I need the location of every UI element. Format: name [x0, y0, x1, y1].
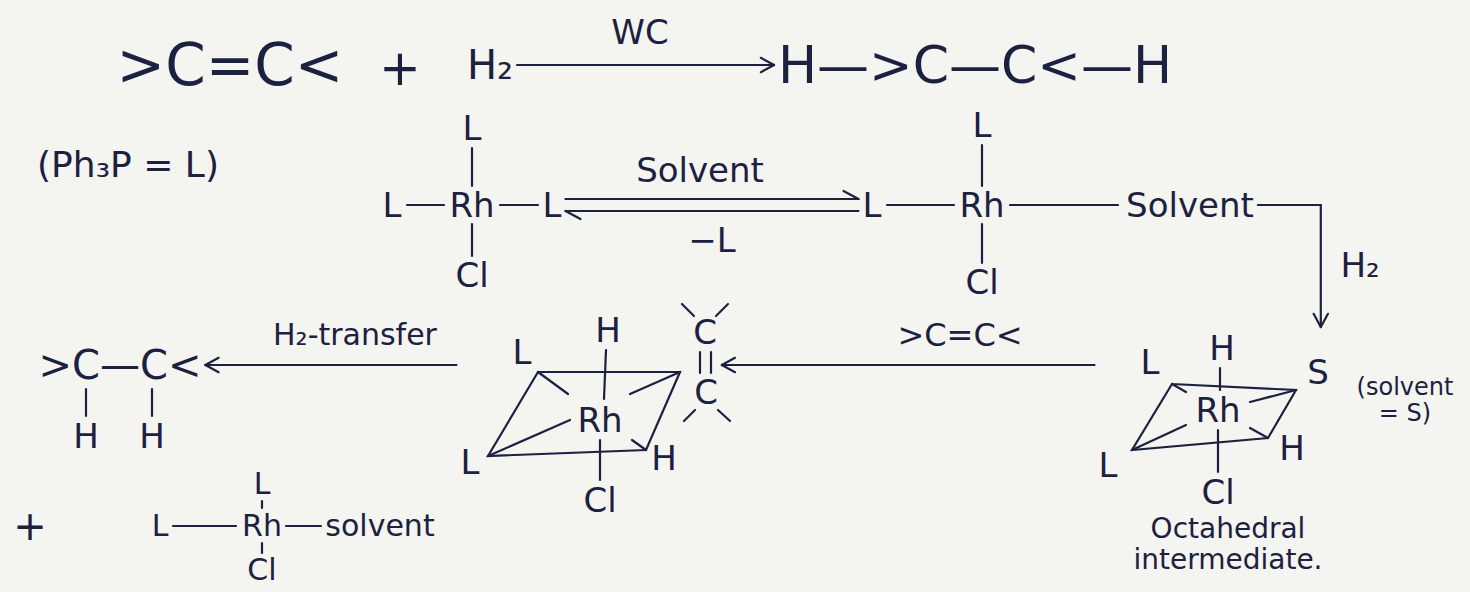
alkane-formula: H—>C—C<—H	[774, 35, 1176, 95]
structure-label: >C=C<	[117, 36, 344, 94]
edge-label: H₂-transfer	[273, 320, 437, 350]
structure-label: H	[73, 419, 99, 453]
edge-label: Solvent	[636, 153, 764, 187]
structure-label: Cl	[455, 258, 488, 292]
hydrogen-formula: H₂	[463, 41, 517, 89]
structure-label: Rh	[242, 511, 282, 541]
reaction-arrow	[722, 358, 1095, 372]
structure-label: Solvent	[1126, 188, 1254, 222]
structure-label: H	[651, 441, 677, 475]
wilkinson-complex: L L Rh L Cl	[379, 107, 566, 296]
structure-label: Cl	[583, 483, 616, 517]
reagent-label: −L	[688, 223, 735, 257]
structure-label: Cl	[247, 555, 276, 585]
reaction-arrow	[205, 358, 456, 372]
structure-label: C	[693, 315, 717, 349]
structure-label: Cl	[965, 265, 998, 299]
structure-label: L	[1141, 345, 1160, 379]
structure-label: >C—C<	[39, 345, 202, 385]
structure-label: L	[461, 445, 480, 479]
edge-label: WC	[611, 15, 668, 49]
plus-sign: +	[379, 43, 421, 93]
structure-label: L	[1099, 448, 1118, 482]
octahedral-dihydride: HLSRhLHCl	[1095, 327, 1333, 513]
structure-label: Cl	[1201, 475, 1234, 509]
structure-label: Rh	[577, 403, 622, 437]
edge-label: H₂	[1340, 248, 1379, 282]
structure-label: L	[152, 511, 169, 541]
structure-label: H	[139, 419, 165, 453]
structure-label: Rh	[1195, 393, 1240, 427]
structure-label: C	[694, 375, 718, 409]
structure-label: Rh	[449, 188, 494, 222]
structure-label: solvent	[325, 511, 434, 541]
structure-label: S	[1307, 355, 1329, 389]
structure-label: L	[863, 188, 882, 222]
reaction-arrow	[1258, 205, 1328, 327]
solvent-key: (solvent = S)	[1350, 374, 1460, 427]
structure-label: L	[254, 469, 271, 499]
structure-label: H—>C—C<—H	[778, 39, 1172, 91]
alkene-formula: >C=C<	[113, 32, 348, 98]
structure-label: H	[1279, 431, 1305, 465]
caption-note: Octahedral intermediate.	[1078, 514, 1378, 576]
structure-label: H	[1209, 331, 1235, 365]
plus-sign: +	[13, 506, 47, 546]
structure-label: L	[383, 188, 402, 222]
structure-label: L	[973, 108, 992, 142]
solvated-complex: L L Rh SolventCl	[859, 104, 1258, 303]
structure-label: L	[463, 111, 482, 145]
reaction-arrow	[517, 58, 774, 72]
ligand-key: (Ph₃P = L)	[37, 147, 219, 183]
structure-label: H	[595, 313, 621, 347]
structure-label: L	[513, 335, 532, 369]
alkane-product: >C—C< H H	[35, 341, 206, 457]
structure-label: H₂	[467, 45, 513, 85]
structure-label: Rh	[959, 188, 1004, 222]
equilibrium-arrow	[565, 191, 858, 219]
edge-label: >C=C<	[897, 319, 1022, 351]
regenerated-complex: L L Rh solventCl	[148, 465, 439, 589]
alkene-dihydride-complex: HCCLRhLHCl	[457, 309, 722, 521]
structure-label: L	[543, 188, 562, 222]
